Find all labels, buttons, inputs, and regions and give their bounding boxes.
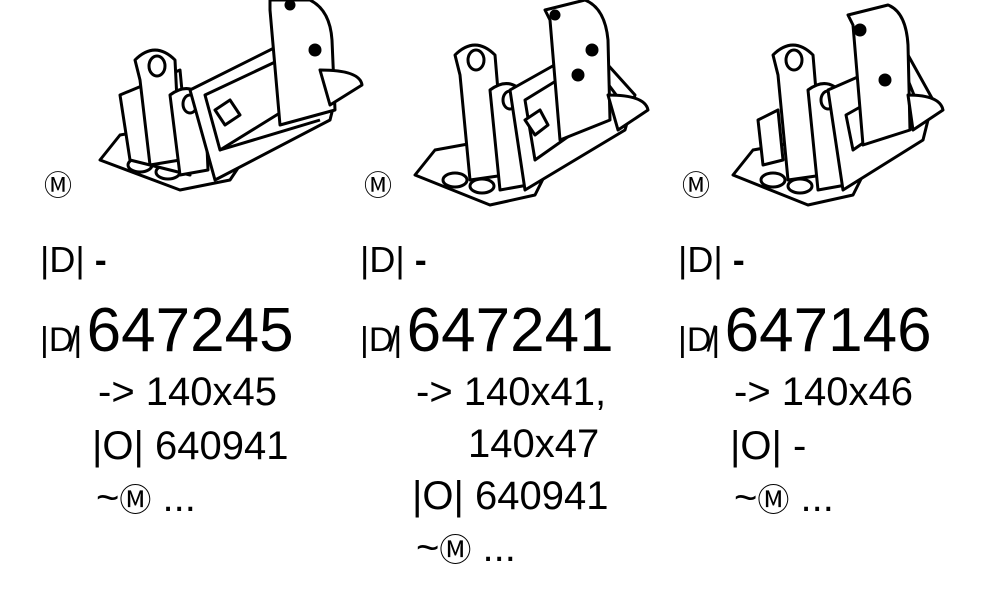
m-line: ~Ⓜ ... xyxy=(416,528,516,568)
m-line-icon: Ⓜ xyxy=(119,481,152,519)
m-line-prefix: ~ xyxy=(96,476,120,520)
nd-symbol: |D̸| xyxy=(360,321,403,359)
d-row: |D| - xyxy=(678,242,745,278)
d-row: |D| - xyxy=(360,242,427,278)
m-line-suffix: ... xyxy=(789,476,834,520)
part-column-2: Ⓜ |D| - |D̸| 647241 -> 140x41, 140x47 |O… xyxy=(360,0,680,589)
hinge-part-illustration xyxy=(98,0,364,192)
arrow-line-continued: 140x47 xyxy=(468,422,600,466)
o-value: - xyxy=(793,424,807,468)
o-row: |O| 640941 xyxy=(92,426,289,466)
m-line-icon: Ⓜ xyxy=(757,481,790,519)
part-number: 647245 xyxy=(86,296,294,365)
d-value: - xyxy=(414,239,427,280)
o-value: 640941 xyxy=(155,424,289,468)
part-number: 647146 xyxy=(724,296,932,365)
m-symbol-icon: Ⓜ xyxy=(44,169,73,202)
hinge-part-illustration xyxy=(731,3,945,207)
o-symbol: |O| xyxy=(412,474,464,518)
d-row: |D| - xyxy=(40,242,107,278)
arrow-line: -> 140x41, xyxy=(416,370,607,414)
m-line: ~Ⓜ ... xyxy=(734,478,834,518)
m-line-suffix: ... xyxy=(151,476,196,520)
o-symbol: |O| xyxy=(730,424,782,468)
part-column-3: Ⓜ |D| - |D̸| 647146 -> 140x46 |O| - ~Ⓜ .… xyxy=(678,0,982,589)
m-line-suffix: ... xyxy=(471,526,516,570)
m-line: ~Ⓜ ... xyxy=(96,478,196,518)
d-value: - xyxy=(94,239,107,280)
part-number-row: |D̸| 647241 xyxy=(360,300,614,362)
m-symbol-icon: Ⓜ xyxy=(364,169,393,202)
part-column-1: Ⓜ |D| - |D̸| 647245 -> 140x45 |O| 640941… xyxy=(40,0,364,589)
m-line-prefix: ~ xyxy=(734,476,758,520)
d-symbol: |D| xyxy=(360,239,405,280)
d-value: - xyxy=(732,239,745,280)
part-number-row: |D̸| 647245 xyxy=(40,300,294,362)
part-number-row: |D̸| 647146 xyxy=(678,300,932,362)
o-symbol: |O| xyxy=(92,424,144,468)
o-value: 640941 xyxy=(475,474,609,518)
arrow-line: -> 140x45 xyxy=(98,370,278,414)
m-symbol-icon: Ⓜ xyxy=(682,169,711,202)
m-line-icon: Ⓜ xyxy=(439,531,472,569)
hinge-part-illustration xyxy=(413,0,650,207)
part-number: 647241 xyxy=(406,296,614,365)
o-row: |O| 640941 xyxy=(412,476,609,516)
arrow-line: -> 140x46 xyxy=(734,370,914,414)
nd-symbol: |D̸| xyxy=(678,321,721,359)
d-symbol: |D| xyxy=(40,239,85,280)
m-line-prefix: ~ xyxy=(416,526,440,570)
d-symbol: |D| xyxy=(678,239,723,280)
o-row: |O| - xyxy=(730,426,806,466)
nd-symbol: |D̸| xyxy=(40,321,83,359)
